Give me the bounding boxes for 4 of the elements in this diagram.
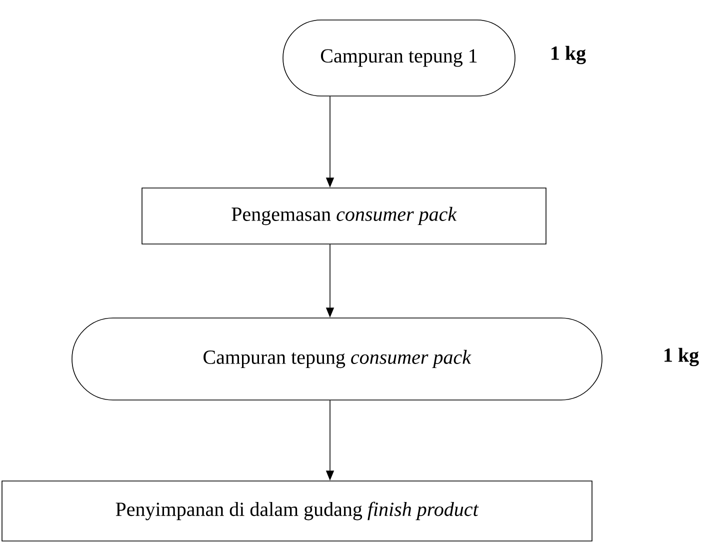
process-box: Pengemasan consumer pack (142, 188, 546, 244)
weight-label: 1 kg (552, 46, 586, 64)
weight-label: 1 kg (664, 348, 699, 366)
process-box: Penyimpanan di dalam gudang finish product (2, 480, 592, 542)
